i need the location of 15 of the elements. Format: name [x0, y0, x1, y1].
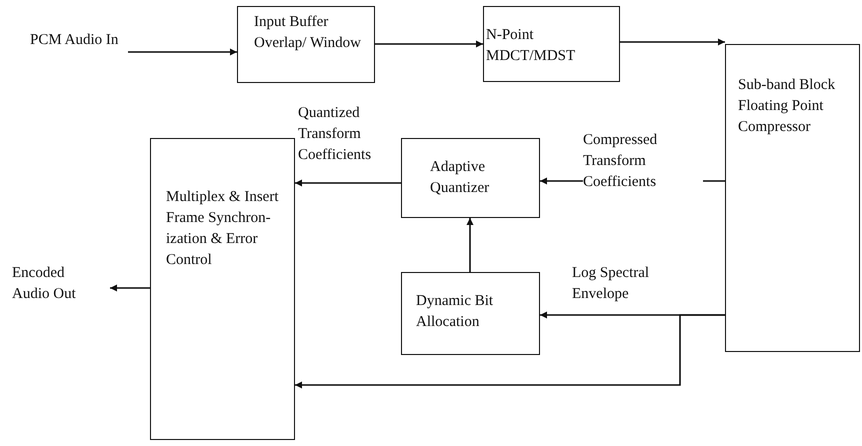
arrow: [295, 180, 401, 186]
process-box: Sub-band Block Floating Point Compressor: [725, 44, 860, 352]
process-box: Dynamic Bit Allocation: [401, 272, 540, 355]
arrow: [128, 48, 237, 56]
process-box: Multiplex & Insert Frame Synchron- ization & Error Control: [150, 138, 295, 440]
arrow: [110, 284, 150, 292]
process-box: Input Buffer Overlap/ Window: [237, 6, 375, 83]
arrow: [295, 314, 725, 388]
arrow: [620, 38, 725, 46]
output-label: Encoded Audio Out: [12, 264, 77, 304]
process-box: Adaptive Quantizer: [401, 138, 540, 218]
arrow: [375, 40, 483, 48]
arrow: [466, 218, 474, 272]
input-label: PCM Audio In: [30, 31, 120, 50]
process-box: N-Point MDCT/MDST: [483, 6, 620, 82]
